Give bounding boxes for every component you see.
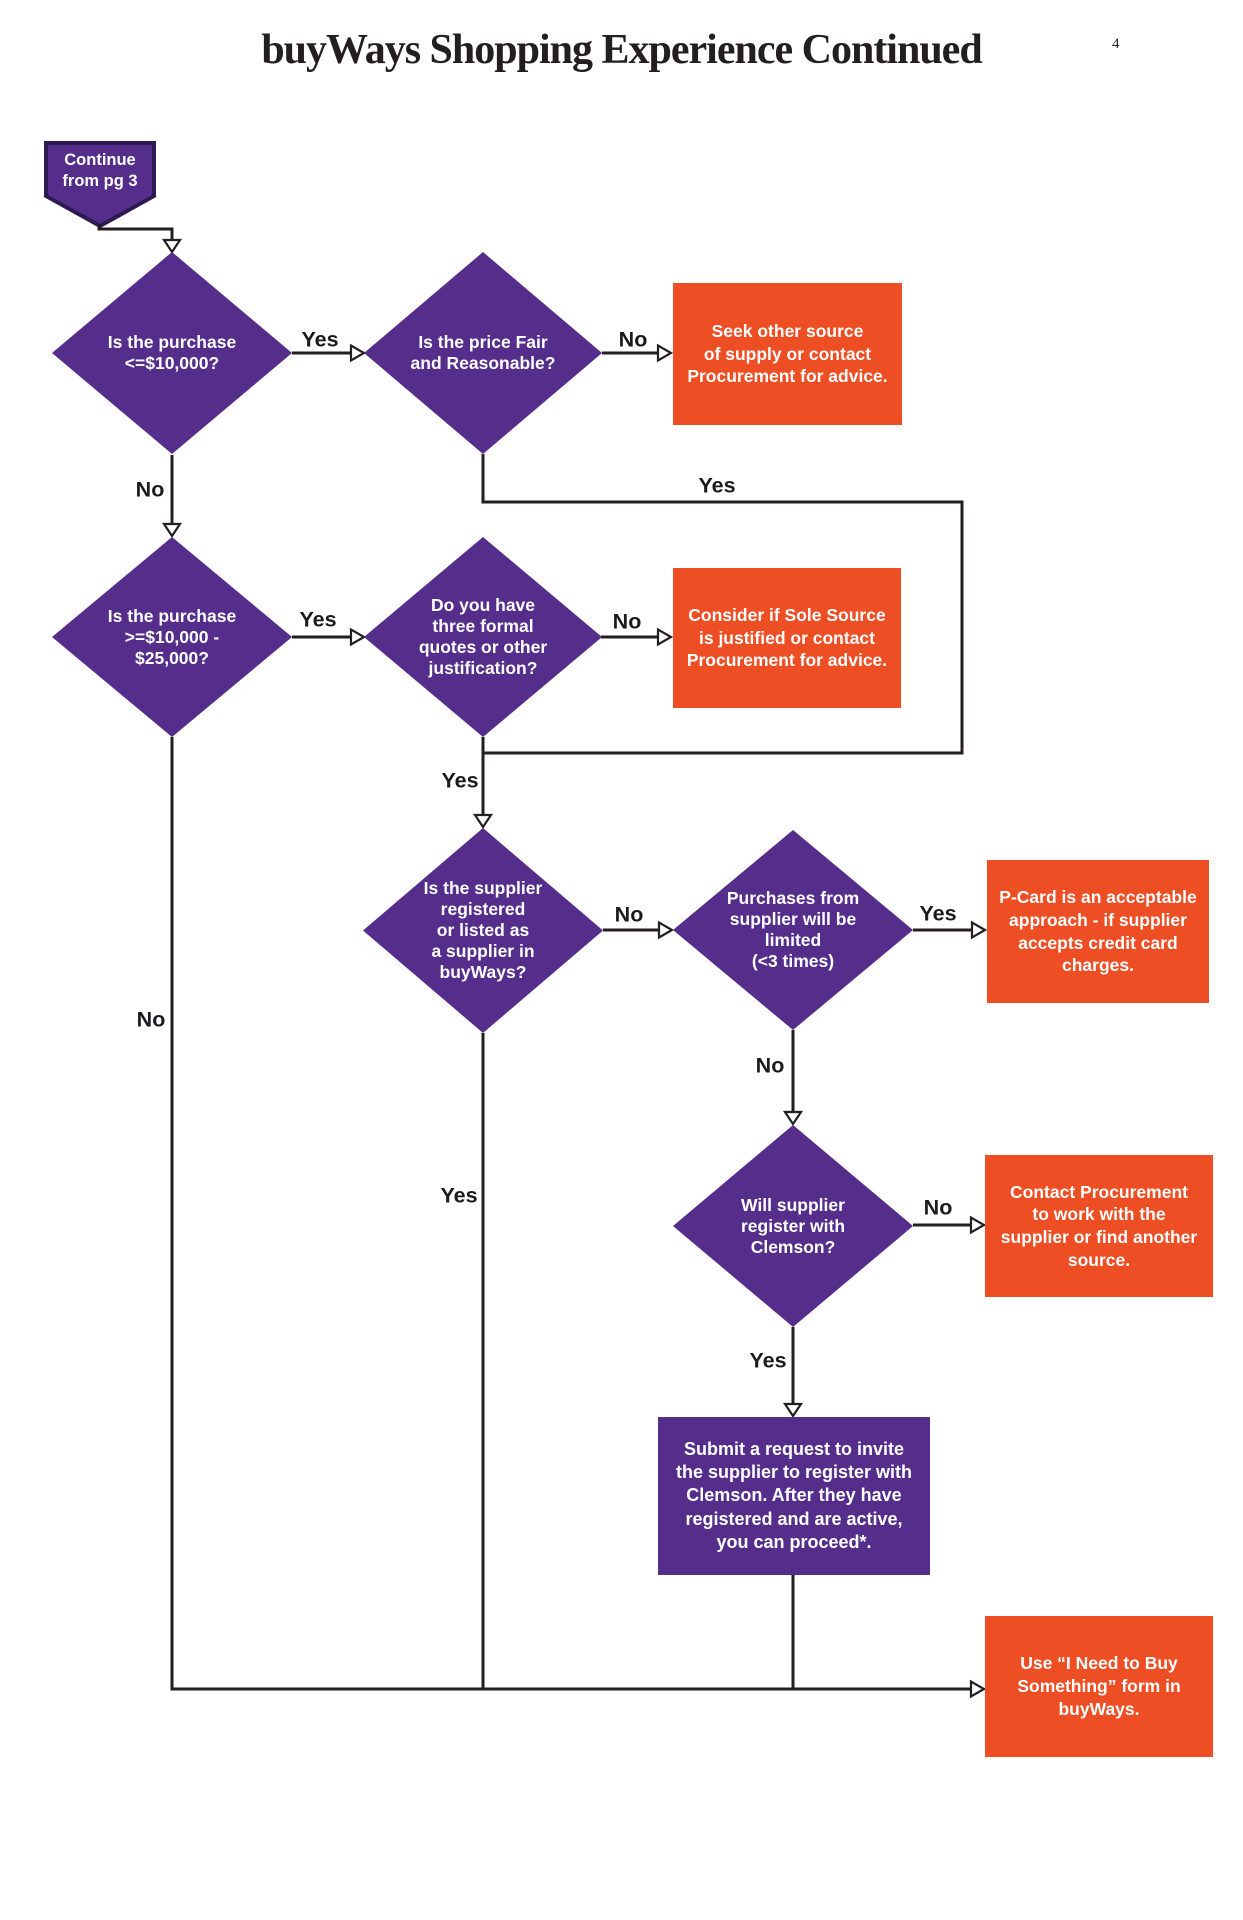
connector-d3-no-bottom — [170, 737, 971, 1691]
edge-label-d6-no: No — [755, 1053, 785, 1078]
outcome-contact-procurement-label: Contact Procurement to work with the sup… — [1000, 1181, 1198, 1270]
arrowhead-d2-left — [349, 343, 367, 363]
arrowhead-d6-left — [657, 920, 675, 940]
edge-label-d5-yes: Yes — [440, 1183, 478, 1208]
arrowhead-box3-left — [970, 920, 988, 940]
arrowhead-box5-left — [969, 1679, 987, 1699]
start-shape — [44, 141, 156, 229]
outcome-contact-procurement: Contact Procurement to work with the sup… — [985, 1155, 1213, 1297]
edge-label-d4-yes: Yes — [441, 768, 479, 793]
edge-label-d4-no: No — [612, 609, 642, 634]
arrowhead-d5-top — [472, 813, 494, 829]
edge-label-d3-no: No — [136, 1007, 166, 1032]
decision-purchase-10k-25k-label: Is the purchase >=$10,000 - $25,000? — [107, 605, 237, 668]
edge-label-d2-no: No — [618, 327, 648, 352]
start-node-label: Continue from pg 3 — [62, 151, 138, 190]
edge-label-d6-yes: Yes — [919, 901, 957, 926]
decision-purchase-under-10k-label: Is the purchase <=$10,000? — [107, 332, 237, 373]
arrowhead-process-top — [782, 1402, 804, 1418]
edge-label-d7-no: No — [923, 1195, 953, 1220]
edge-label-d3-yes: Yes — [299, 607, 337, 632]
decision-supplier-registered-label: Is the supplier registered or listed as … — [423, 878, 543, 982]
outcome-pcard-acceptable: P-Card is an acceptable approach - if su… — [987, 860, 1209, 1003]
connector-d2-yes-loop — [481, 454, 964, 755]
decision-price-fair-reasonable-label: Is the price Fair and Reasonable? — [410, 332, 556, 373]
process-submit-invite-request: Submit a request to invite the supplier … — [658, 1417, 930, 1575]
arrowhead-d1-top — [161, 238, 183, 254]
arrowhead-box2-left — [656, 627, 674, 647]
outcome-seek-other-source: Seek other source of supply or contact P… — [673, 283, 902, 425]
arrowhead-d4-left — [349, 627, 367, 647]
arrowhead-d3-top — [161, 522, 183, 538]
page-number: 4 — [1112, 36, 1120, 52]
outcome-consider-sole-source-label: Consider if Sole Source is justified or … — [686, 604, 888, 671]
outcome-pcard-acceptable-label: P-Card is an acceptable approach - if su… — [999, 887, 1197, 976]
decision-three-formal-quotes-label: Do you have three formal quotes or other… — [418, 595, 548, 678]
edge-label-d5-no: No — [614, 902, 644, 927]
outcome-use-need-to-buy-form-label: Use “I Need to Buy Something” form in bu… — [1017, 1653, 1181, 1719]
outcome-seek-other-source-label: Seek other source of supply or contact P… — [687, 320, 888, 387]
edge-label-d1-yes: Yes — [301, 327, 339, 352]
edge-label-d1-no: No — [135, 477, 165, 502]
arrowhead-d7-top — [782, 1110, 804, 1126]
process-submit-invite-request-label: Submit a request to invite the supplier … — [675, 1438, 913, 1553]
decision-purchases-limited-label: Purchases from supplier will be limited … — [726, 888, 860, 971]
outcome-use-need-to-buy-form: Use “I Need to Buy Something” form in bu… — [985, 1616, 1213, 1757]
outcome-consider-sole-source: Consider if Sole Source is justified or … — [673, 568, 901, 708]
decision-supplier-will-register-label: Will supplier register with Clemson? — [740, 1194, 846, 1257]
arrowhead-box4-left — [969, 1215, 987, 1235]
arrowhead-box1-left — [656, 343, 674, 363]
page-title: buyWays Shopping Experience Continued — [261, 27, 982, 73]
edge-label-d7-yes: Yes — [749, 1348, 787, 1373]
connector-start-to-d1 — [97, 224, 174, 240]
edge-label-d2-yes: Yes — [698, 473, 736, 498]
